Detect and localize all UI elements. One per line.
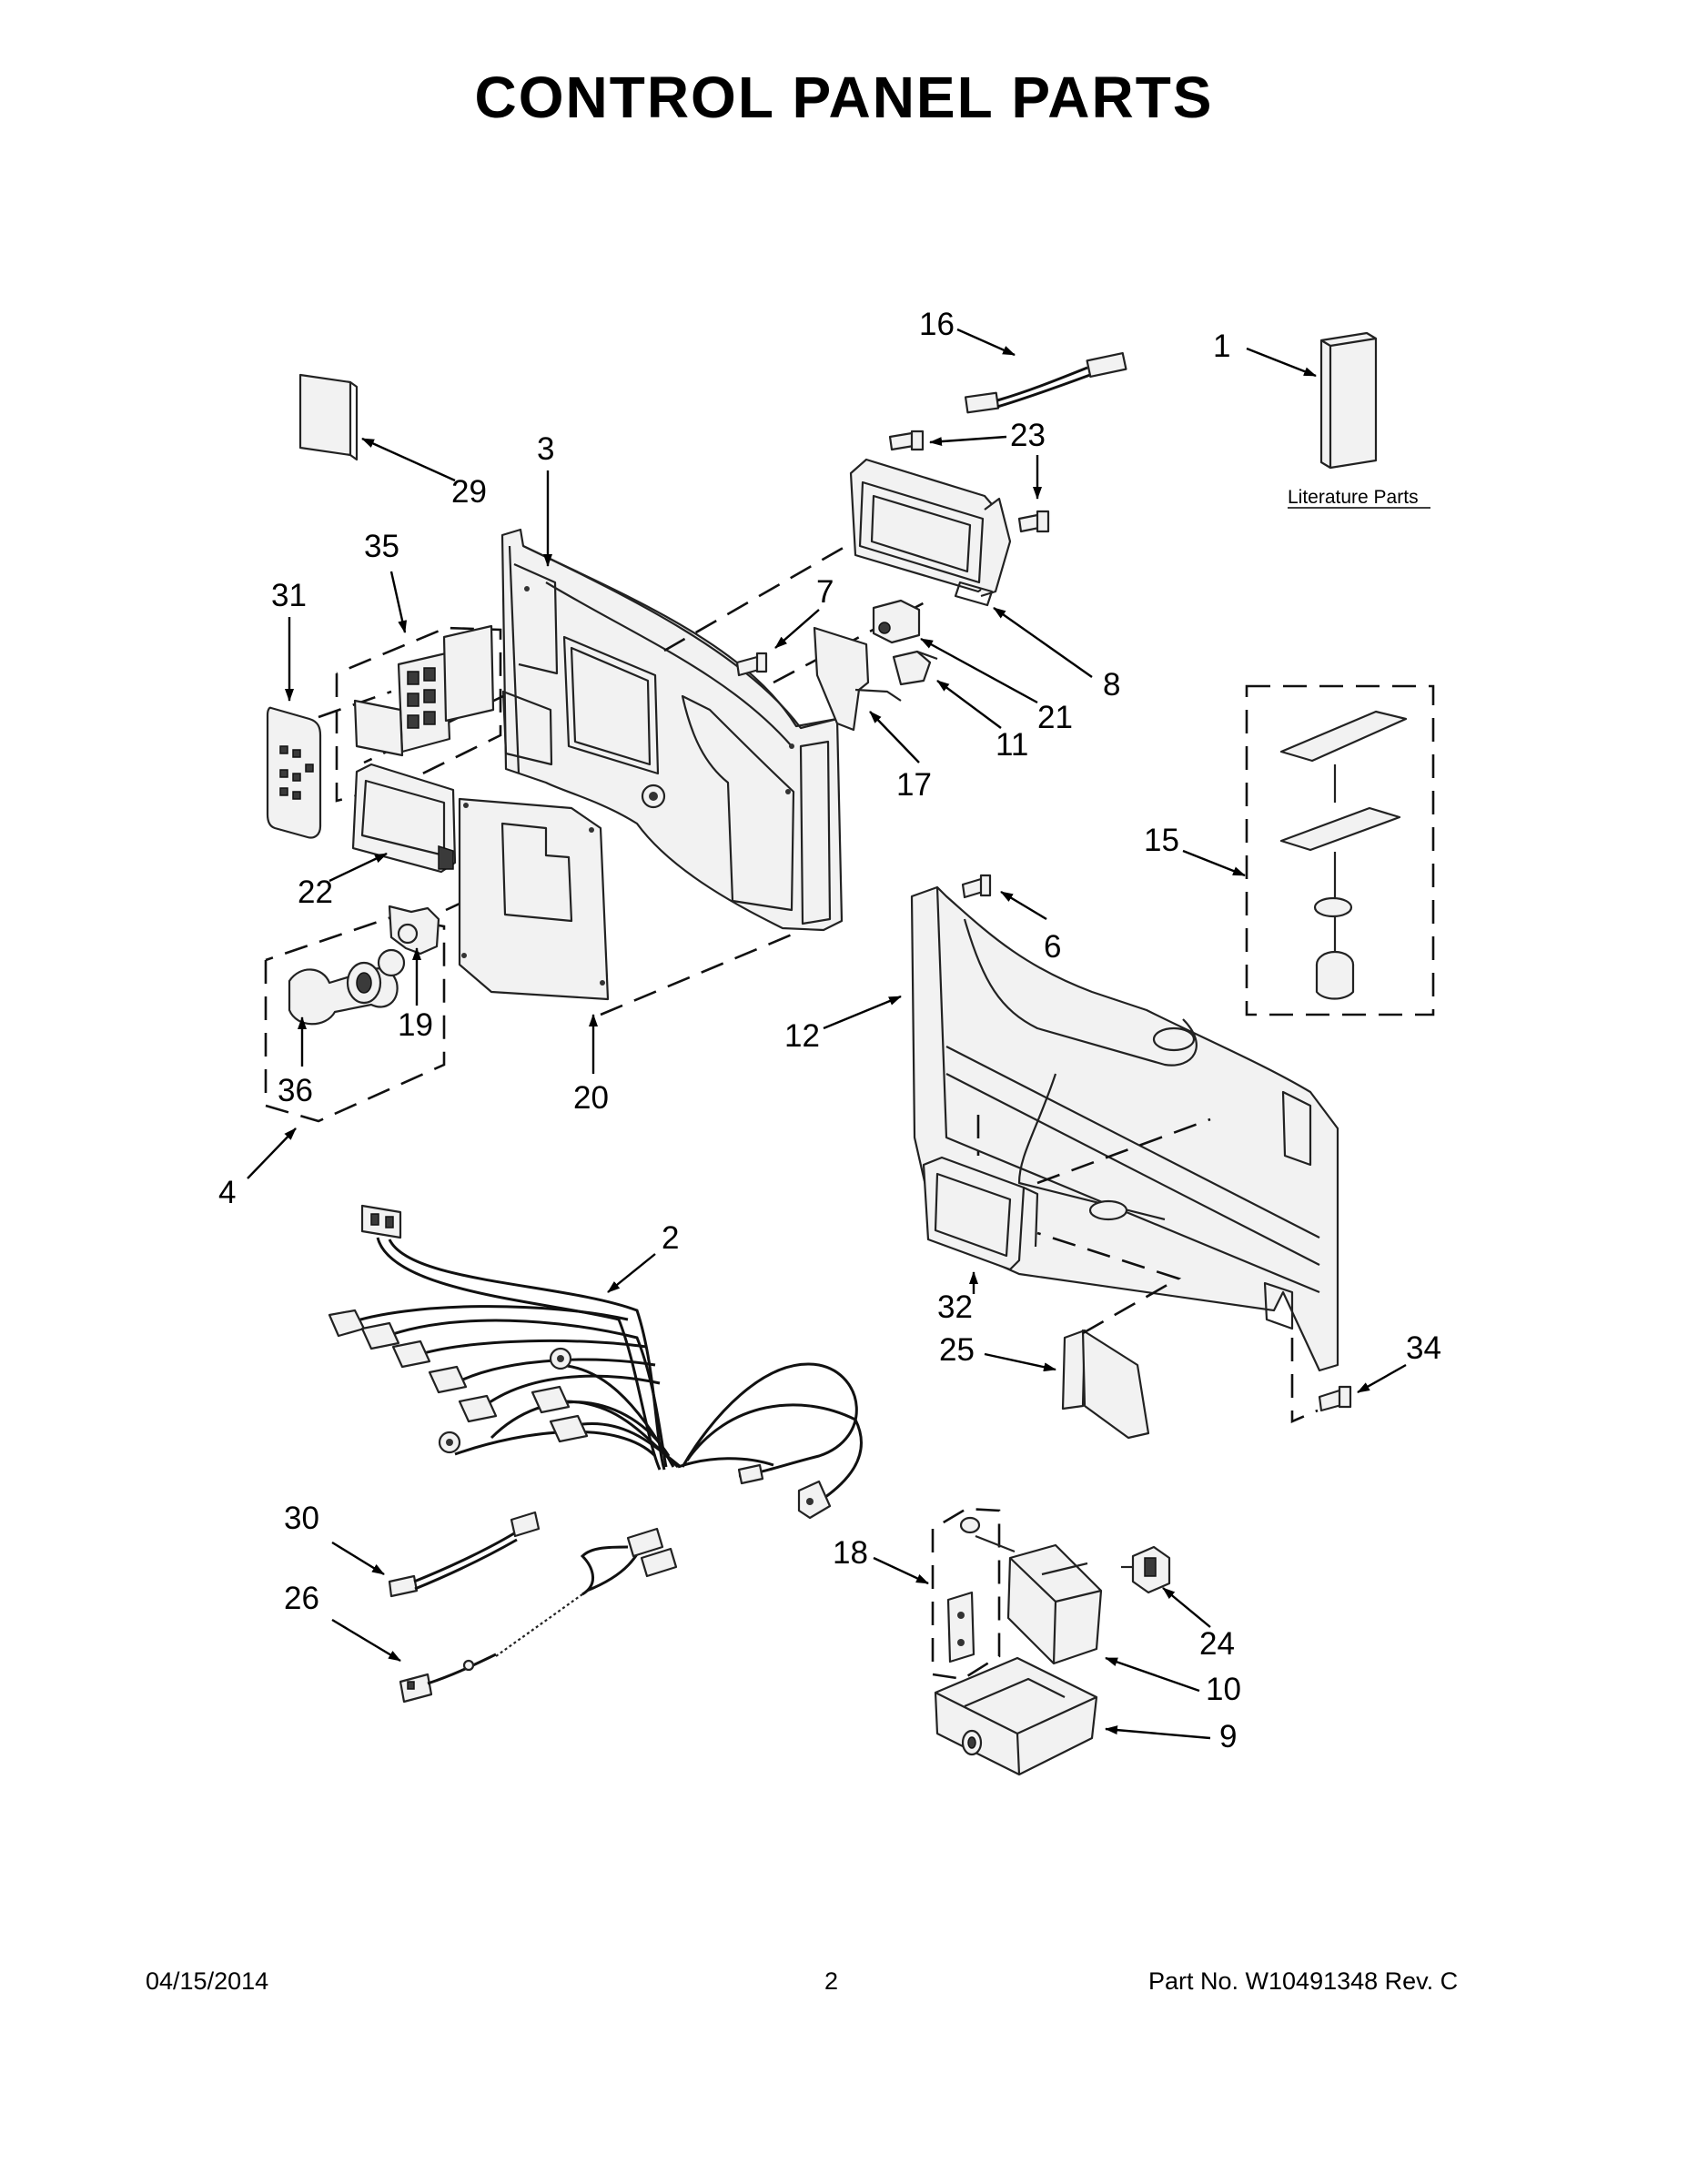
callout-7: 7 <box>816 574 834 610</box>
lock-switch-19 <box>388 905 440 956</box>
callout-30: 30 <box>284 1501 319 1536</box>
wire-harness-16 <box>964 351 1127 414</box>
callout-26: 26 <box>284 1581 319 1616</box>
callout-10: 10 <box>1206 1672 1241 1707</box>
panel-insulation-20 <box>458 797 610 1001</box>
mounting-plate-15 <box>1279 710 1408 1000</box>
literature-parts-book: Literature Parts <box>1288 331 1430 509</box>
callout-4: 4 <box>218 1175 236 1210</box>
keypad-board-35 <box>353 624 495 757</box>
callout-16: 16 <box>919 307 955 342</box>
main-wire-harness-2 <box>328 1204 863 1520</box>
callout-32: 32 <box>937 1289 973 1325</box>
callout-12: 12 <box>784 1018 820 1054</box>
bracket-25 <box>1061 1329 1150 1440</box>
screw-34 <box>1318 1385 1352 1412</box>
bracket-17 <box>813 626 902 732</box>
screw-23-upper <box>888 430 925 451</box>
harness-coil-26 <box>399 1527 678 1704</box>
callout-8: 8 <box>1103 667 1120 703</box>
footer-part-number: Part No. W10491348 Rev. C <box>1148 1967 1459 1995</box>
screw-6 <box>961 874 992 899</box>
short-harness-30 <box>388 1511 541 1598</box>
page-title: CONTROL PANEL PARTS <box>474 65 1214 130</box>
callout-20: 20 <box>573 1080 609 1116</box>
screw-7 <box>735 652 768 677</box>
callout-36: 36 <box>278 1073 313 1108</box>
callout-21: 21 <box>1037 700 1073 735</box>
callout-23: 23 <box>1010 418 1046 453</box>
display-housing-8 <box>849 458 1012 607</box>
callout-1: 1 <box>1213 329 1230 364</box>
callout-31: 31 <box>271 578 307 613</box>
literature-parts-label: Literature Parts <box>1288 487 1419 508</box>
callout-9: 9 <box>1219 1719 1237 1754</box>
switch-bracket-18 <box>946 1516 1016 1663</box>
callout-15: 15 <box>1144 823 1179 858</box>
keypad-overlay-31 <box>266 706 322 839</box>
callout-35: 35 <box>364 529 399 564</box>
callout-11: 11 <box>996 727 1028 763</box>
box-base-9 <box>934 1656 1098 1776</box>
screw-23-lower <box>1017 510 1050 533</box>
display-frame-32 <box>922 1156 1039 1271</box>
callout-2: 2 <box>662 1220 679 1256</box>
rocker-switch-24 <box>1121 1545 1171 1594</box>
micro-switch-11 <box>892 650 938 686</box>
footer-page-number: 2 <box>824 1967 839 1995</box>
console-panel-3 <box>500 528 844 932</box>
callout-18: 18 <box>833 1535 868 1571</box>
callout-17: 17 <box>896 767 932 803</box>
switch-21 <box>872 599 921 644</box>
callout-3: 3 <box>537 431 554 467</box>
lock-key-36 <box>288 948 406 1026</box>
display-bezel-22 <box>351 763 457 874</box>
callout-22: 22 <box>298 875 333 910</box>
callout-29: 29 <box>451 474 487 510</box>
callout-25: 25 <box>939 1332 975 1368</box>
callout-19: 19 <box>398 1007 433 1043</box>
callout-6: 6 <box>1044 929 1061 965</box>
console-frame-12 <box>910 885 1339 1372</box>
switch-box-10 <box>1006 1543 1103 1665</box>
callout-24: 24 <box>1199 1626 1235 1662</box>
callout-34: 34 <box>1406 1330 1441 1366</box>
footer-date: 04/15/2014 <box>146 1967 269 1995</box>
cover-29 <box>298 373 359 461</box>
